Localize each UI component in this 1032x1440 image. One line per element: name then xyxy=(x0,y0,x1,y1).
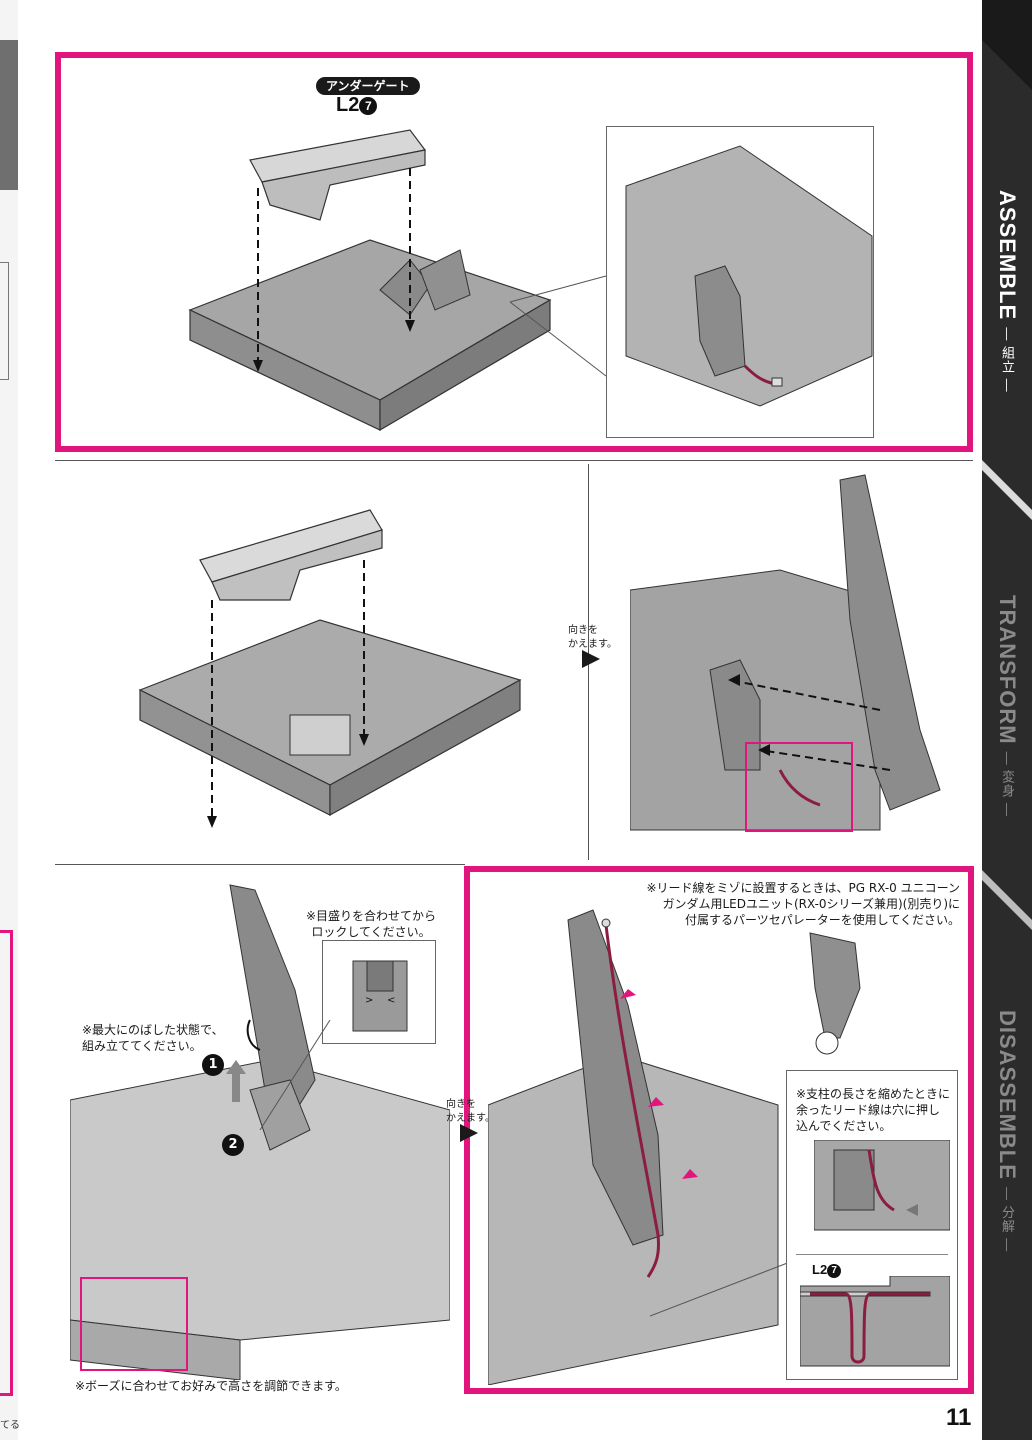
inset-divider xyxy=(796,1254,948,1255)
step4-callout-line xyxy=(650,1261,791,1317)
step3-divider-top xyxy=(55,864,465,865)
shorten-detail-illustration xyxy=(814,1140,950,1231)
under-gate-tag: アンダーゲート xyxy=(316,75,420,95)
turn-arrow-icon xyxy=(582,650,600,668)
lead-wire-note: ※リード線をミゾに設置するときは、PG RX-0 ユニコーン ガンダム用LEDユ… xyxy=(646,881,960,928)
sidebar-item-assemble[interactable]: ASSEMBLE — 組立 — xyxy=(982,190,1032,420)
scale-callout-lines xyxy=(259,1020,331,1131)
step2-turn-note: 向きを かえます。 xyxy=(568,625,617,650)
separator-part-illustration xyxy=(809,932,861,1055)
previous-page-cut-text: てる xyxy=(0,1420,20,1431)
previous-page-pink-frame xyxy=(0,930,13,1396)
sidebar-item-label: DISASSEMBLE xyxy=(995,1010,1020,1180)
sidebar-item-sub: — 分解 — xyxy=(1000,1187,1015,1253)
step-1-marker: 1 xyxy=(202,1054,224,1076)
step3-illustration xyxy=(70,884,450,1380)
scale-detail-illustration: > < xyxy=(352,960,408,1032)
section-sidebar xyxy=(982,0,1032,1440)
step-2-marker: 2 xyxy=(222,1134,244,1156)
step1-base-illustration xyxy=(188,129,552,432)
step1-zoom-illustration xyxy=(509,145,873,407)
step2-pillar-illustration xyxy=(630,474,941,831)
up-arrow-icon xyxy=(226,1060,246,1102)
step4-turn-note: 向きを かえます。 xyxy=(446,1099,495,1124)
scale-detail-inset: > < xyxy=(322,940,436,1044)
step2-divider-top xyxy=(55,460,973,461)
previous-page-box xyxy=(0,262,9,380)
sidebar-item-disassemble[interactable]: DISASSEMBLE — 分解 — xyxy=(982,1010,1032,1310)
step2-highlight-box xyxy=(745,742,853,832)
step2-base-illustration xyxy=(138,509,522,828)
sidebar-item-label: TRANSFORM xyxy=(995,595,1020,745)
scale-note: ※目盛りを合わせてから ロックしてください。 xyxy=(306,909,437,940)
page-number: 11 xyxy=(946,1404,972,1431)
cross-section-illustration xyxy=(800,1276,950,1367)
previous-page-tab xyxy=(0,40,18,190)
sidebar-item-sub: — 組立 — xyxy=(1000,327,1015,393)
extend-note: ※最大にのばした状態で、 組み立ててください。 xyxy=(82,1023,224,1054)
sidebar-item-label: ASSEMBLE xyxy=(995,190,1020,321)
step4-illustration xyxy=(488,909,779,1385)
step3-highlight-box xyxy=(80,1277,188,1371)
part-number-circle-2: 7 xyxy=(827,1263,842,1278)
shorten-note: ※支柱の長さを縮めたときに 余ったリード線は穴に押し 込んでください。 xyxy=(796,1087,951,1134)
under-gate-tag-label: アンダーゲート xyxy=(316,77,420,95)
height-note: ※ボーズに合わせてお好みで高さを調節できます。 xyxy=(75,1379,347,1393)
sidebar-item-sub: — 変身 — xyxy=(1000,751,1015,817)
part-number-circle: 7 xyxy=(359,96,378,115)
svg-text:>: > xyxy=(365,995,373,1006)
previous-page-edge xyxy=(0,0,18,1440)
svg-text:<: < xyxy=(387,995,395,1006)
sidebar-chevrons xyxy=(982,0,1032,930)
sidebar-item-transform[interactable]: TRANSFORM — 変身 — xyxy=(982,595,1032,865)
turn-arrow-icon-2 xyxy=(460,1124,478,1142)
